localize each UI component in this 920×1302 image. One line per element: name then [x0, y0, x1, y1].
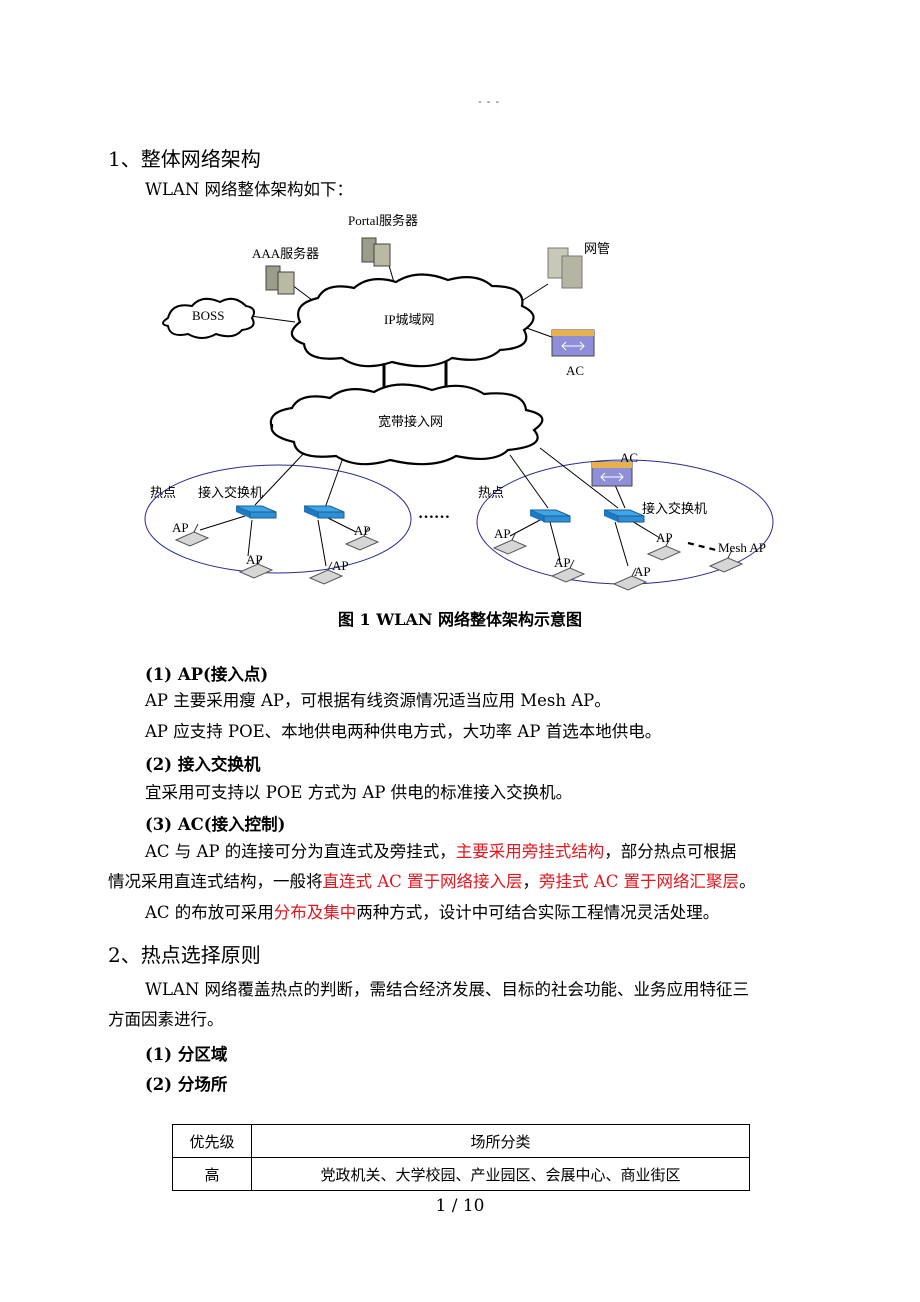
label-mesh-ap: Mesh AP	[718, 540, 766, 555]
switch-icon-4	[603, 509, 645, 523]
ac-p2-highlight: 分布及集中	[273, 903, 357, 922]
section2-line1: WLAN 网络覆盖热点的判断，需结合经济发展、目标的社会功能、业务应用特征三	[145, 980, 750, 999]
ap-icon-4	[344, 535, 380, 551]
ap-icon-6	[550, 567, 586, 583]
label-hotspot-right: 热点	[478, 485, 504, 500]
ac-p1-text-b: ，部分热点可根据	[604, 842, 737, 861]
ap-icon-3	[308, 569, 344, 585]
ap-heading: (1) AP(接入点)	[145, 665, 269, 684]
ap-line2: AP 应支持 POE、本地供电两种供电方式，大功率 AP 首选本地供电。	[145, 722, 662, 741]
table-row: 高 党政机关、大学校园、产业园区、会展中心、商业街区	[172, 1157, 750, 1191]
ac-p1-highlight-3: 旁挂式 AC 置于网络汇聚层	[539, 872, 740, 891]
table-header-cell: 场所分类	[251, 1124, 750, 1158]
label-ap-1: AP	[172, 520, 189, 535]
label-dots: ……	[418, 505, 450, 522]
label-nms: 网管	[584, 241, 610, 256]
ap-icon-7	[612, 575, 648, 591]
ap-line1: AP 主要采用瘦 AP，可根据有线资源情况适当应用 Mesh AP。	[145, 691, 611, 710]
ac-p1-highlight-1: 主要采用旁挂式结构	[455, 842, 605, 861]
ap-icon-8	[646, 545, 682, 561]
ac-p2-text-a: AC 的布放可采用	[145, 903, 274, 922]
ap-icon-1	[174, 531, 210, 547]
aaa-server-icon	[265, 265, 295, 295]
label-metro: IP城域网	[384, 312, 435, 327]
ac-p1-text-e: 。	[739, 872, 756, 891]
page-number: 1 / 10	[435, 1196, 485, 1216]
switch-heading: (2) 接入交换机	[145, 755, 261, 774]
hotspot-left-ellipse	[144, 464, 412, 574]
label-boss: BOSS	[192, 308, 225, 323]
table-header-row: 优先级 场所分类	[172, 1124, 750, 1158]
portal-server-icon	[361, 237, 391, 267]
label-hotspot-left: 热点	[150, 485, 176, 500]
label-ap-3: AP	[332, 558, 349, 573]
switch-icon-2	[303, 505, 345, 519]
table-header-cell: 优先级	[172, 1124, 252, 1158]
network-diagram: Portal服务器 AAA服务器 网管 BOSS IP城域网 AC 宽带接入网 …	[144, 213, 774, 591]
label-ap-8: AP	[656, 530, 673, 545]
label-switch-right: 接入交换机	[642, 501, 707, 516]
ac-p1-text-c: 情况采用直连式结构，一般将	[108, 872, 323, 891]
ap-icon-9	[708, 557, 744, 573]
label-portal: Portal服务器	[348, 213, 418, 228]
broadband-cloud	[269, 383, 544, 466]
section1-intro: WLAN 网络整体架构如下：	[145, 180, 354, 199]
section2-line2: 方面因素进行。	[108, 1010, 224, 1029]
ac-p1-highlight-2: 直连式 AC 置于网络接入层	[322, 872, 523, 891]
label-aaa: AAA服务器	[252, 246, 319, 261]
section2-title: 2、热点选择原则	[108, 943, 261, 967]
figure-caption: 图 1 WLAN 网络整体架构示意图	[337, 610, 583, 629]
switch-icon-1	[235, 505, 277, 519]
ac-p1-text-a: AC 与 AP 的连接可分为直连式及旁挂式，	[145, 842, 456, 861]
ac-right-icon	[591, 461, 633, 487]
section1-title: 1、整体网络架构	[108, 147, 261, 171]
table-cell: 党政机关、大学校园、产业园区、会展中心、商业街区	[251, 1157, 750, 1191]
ac-p2-text-b: 两种方式，设计中可结合实际工程情况灵活处理。	[356, 903, 720, 922]
ap-icon-2	[238, 563, 274, 579]
label-ap-6: AP	[554, 555, 571, 570]
label-ac-top: AC	[566, 363, 584, 378]
label-ap-2: AP	[246, 552, 263, 567]
ac-paragraph1-line2: 情况采用直连式结构，一般将直连式 AC 置于网络接入层，旁挂式 AC 置于网络汇…	[108, 868, 756, 896]
ac-heading: (3) AC(接入控制)	[145, 815, 286, 834]
label-ac-right: AC	[620, 450, 638, 465]
ac-top-icon	[551, 329, 595, 357]
ap-icon-5	[492, 539, 528, 555]
page-header-mark: - - -	[478, 96, 501, 108]
section2-sub2: (2) 分场所	[145, 1075, 228, 1094]
ac-paragraph2: AC 的布放可采用分布及集中两种方式，设计中可结合实际工程情况灵活处理。	[145, 899, 719, 927]
label-ap-5: AP	[494, 526, 511, 541]
nms-server-icon	[547, 247, 583, 289]
label-switch-left: 接入交换机	[198, 485, 263, 500]
label-broadband: 宽带接入网	[378, 414, 443, 429]
switch-line1: 宜采用可支持以 POE 方式为 AP 供电的标准接入交换机。	[145, 783, 573, 802]
priority-table: 优先级 场所分类 高 党政机关、大学校园、产业园区、会展中心、商业街区	[172, 1124, 750, 1191]
ac-paragraph1-line1: AC 与 AP 的连接可分为直连式及旁挂式，主要采用旁挂式结构，部分热点可根据	[145, 838, 736, 866]
switch-icon-3	[529, 509, 571, 523]
section2-sub1: (1) 分区域	[145, 1045, 228, 1064]
table-cell: 高	[172, 1157, 252, 1191]
ac-p1-text-d: ，	[522, 872, 540, 891]
label-ap-7: AP	[634, 564, 651, 579]
boss-cloud	[162, 297, 255, 339]
label-ap-4: AP	[354, 523, 371, 538]
metro-cloud	[290, 273, 535, 368]
